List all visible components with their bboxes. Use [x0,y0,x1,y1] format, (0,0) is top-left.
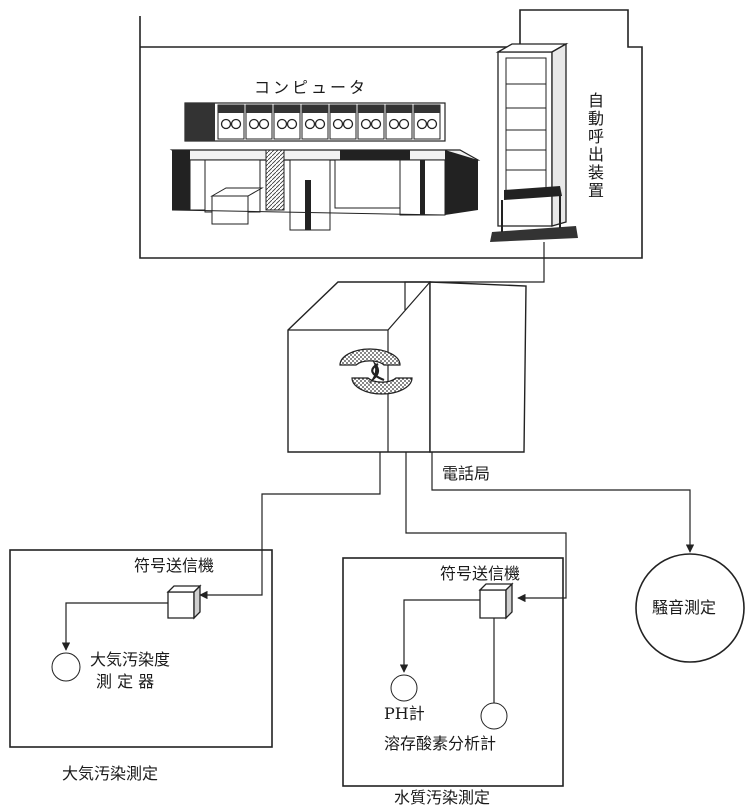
auto-caller-illustration [490,44,578,242]
line-to-air-encoder [200,580,262,595]
tape-unit-icon [414,105,440,139]
computer-label: コンピュータ [254,80,368,96]
do-analyzer-icon [481,703,507,729]
air-encoder-icon [168,586,200,618]
ph-meter-label: PH計 [384,706,425,722]
line-office-to-air [262,452,380,580]
ph-meter-icon [391,675,417,701]
auto-caller-label: 自動呼出装置 [586,92,602,200]
tape-unit-icon [358,105,384,139]
air-encoder-label: 符号送信機 [134,558,214,574]
tape-unit-icon [330,105,356,139]
water-station-label: 水質汚染測定 [394,790,490,806]
tape-unit-icon [302,105,328,139]
water-encoder-label: 符号送信機 [440,566,520,582]
line-water-encoder-to-ph [404,600,480,672]
tape-unit-icon [386,105,412,139]
line-air-encoder-to-instrument [66,603,168,650]
water-encoder-icon [480,584,512,618]
tape-unit-icon [274,105,300,139]
telephone-office-label: 電話局 [442,466,490,482]
noise-station-label: 騒音測定 [652,600,716,616]
telephone-office-building [288,282,526,452]
air-instrument-label-line2: 測 定 器 [96,674,154,690]
do-analyzer-label: 溶存酸素分析計 [384,736,496,752]
computer-illustration [172,103,478,230]
air-instrument-icon [52,653,80,681]
air-station-frame [10,550,272,747]
air-station-label: 大気汚染測定 [62,766,158,782]
air-instrument-label-line1: 大気汚染度 [90,652,170,668]
tape-unit-icon [218,105,244,139]
tape-unit-icon [246,105,272,139]
